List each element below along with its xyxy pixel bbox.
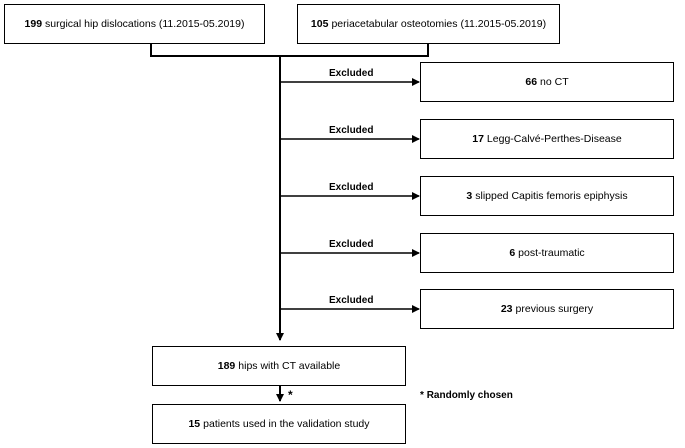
final-count: 15 bbox=[188, 418, 201, 430]
source-box-hip-dislocations: 199 surgical hip dislocations (11.2015-0… bbox=[4, 4, 265, 44]
source-count: 199 bbox=[24, 18, 43, 30]
source-box-osteotomies: 105 periacetabular osteotomies (11.2015-… bbox=[297, 4, 560, 44]
available-box: 189 hips with CT available bbox=[152, 346, 406, 386]
exclusion-box-no-ct: 66 no CT bbox=[420, 62, 674, 102]
exclusion-box-perthes: 17 Legg-Calvé-Perthes-Disease bbox=[420, 119, 674, 159]
excluded-label: Excluded bbox=[329, 182, 374, 193]
available-count: 189 bbox=[217, 360, 236, 372]
source-text: surgical hip dislocations (11.2015-05.20… bbox=[45, 18, 245, 30]
excluded-label: Excluded bbox=[329, 68, 374, 79]
exclusion-count: 3 bbox=[466, 190, 473, 202]
source-count: 105 bbox=[310, 18, 329, 30]
exclusion-text: slipped Capitis femoris epiphysis bbox=[475, 190, 628, 202]
final-text: patients used in the validation study bbox=[203, 418, 370, 430]
excluded-label: Excluded bbox=[329, 239, 374, 250]
excluded-label: Excluded bbox=[329, 295, 374, 306]
footnote-text: Randomly chosen bbox=[426, 390, 513, 401]
footnote: * Randomly chosen bbox=[420, 390, 513, 401]
exclusion-text: previous surgery bbox=[515, 303, 594, 315]
exclusion-text: Legg-Calvé-Perthes-Disease bbox=[486, 133, 622, 145]
exclusion-box-previous-surgery: 23 previous surgery bbox=[420, 289, 674, 329]
exclusion-box-scfe: 3 slipped Capitis femoris epiphysis bbox=[420, 176, 674, 216]
exclusion-count: 23 bbox=[500, 303, 513, 315]
random-selection-asterisk: * bbox=[288, 388, 293, 402]
final-box: 15 patients used in the validation study bbox=[152, 404, 406, 444]
excluded-label: Excluded bbox=[329, 125, 374, 136]
exclusion-text: no CT bbox=[540, 76, 569, 88]
exclusion-count: 17 bbox=[472, 133, 484, 145]
exclusion-count: 66 bbox=[525, 76, 538, 88]
source-text: periacetabular osteotomies (11.2015-05.2… bbox=[331, 18, 547, 30]
exclusion-text: post-traumatic bbox=[518, 247, 585, 259]
exclusion-box-post-traumatic: 6 post-traumatic bbox=[420, 233, 674, 273]
footnote-mark: * bbox=[420, 390, 424, 401]
exclusion-count: 6 bbox=[509, 247, 516, 259]
available-text: hips with CT available bbox=[238, 360, 341, 372]
